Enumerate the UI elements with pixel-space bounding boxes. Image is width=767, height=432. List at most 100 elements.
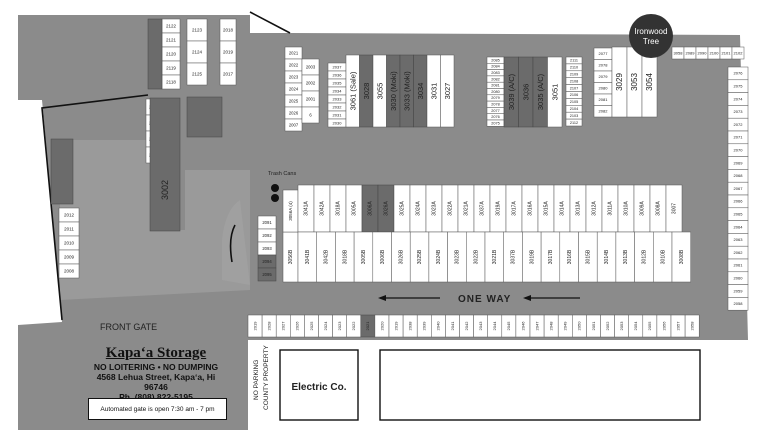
unit-label: 2070 xyxy=(734,148,744,153)
unit-label: 2028 xyxy=(266,321,271,331)
unit-label: 3013A xyxy=(576,201,582,216)
unit-label: 2035 xyxy=(333,80,343,85)
unit-2007[interactable] xyxy=(284,118,303,132)
unit-3002-label: 3002 xyxy=(160,180,170,200)
unit-label: 2050 xyxy=(577,321,582,331)
unit-2058[interactable] xyxy=(727,297,749,311)
unit-label: 3042B xyxy=(324,249,330,264)
unit-label: 2046 xyxy=(520,321,525,331)
unit-label: 2077 xyxy=(599,51,609,56)
unit-label: 3034 xyxy=(416,83,425,100)
unit-label: 3033 (Moki) xyxy=(402,71,411,111)
unit-label: 2100 xyxy=(710,50,720,55)
fence-line xyxy=(41,94,149,321)
trash-cans-label: Trash Cans xyxy=(268,171,296,177)
unit-label: 2107 xyxy=(570,86,578,90)
unit-label: 2031 xyxy=(333,112,343,117)
unit-label: 2124 xyxy=(192,50,203,55)
inner-drive xyxy=(60,140,250,300)
unit-[interactable] xyxy=(147,18,163,90)
unit-label: 3028 xyxy=(362,83,371,100)
unit-2102[interactable] xyxy=(731,46,745,60)
unit-label: 3021A xyxy=(464,201,470,216)
unit-label: 2025 xyxy=(309,321,314,331)
unit-label: 3016B xyxy=(567,249,573,264)
unit-6[interactable] xyxy=(301,106,320,124)
unit-3051[interactable] xyxy=(547,56,563,128)
unit-label: 2062 xyxy=(734,250,744,255)
unit-label: 3035 (A/C) xyxy=(536,73,545,110)
unit-label: 3026A xyxy=(384,201,390,216)
unit-label: 2068 xyxy=(734,173,744,178)
unit-label: 2069 xyxy=(734,160,744,165)
unit-label: 3041B xyxy=(305,249,311,264)
unit-label: 2079 xyxy=(599,74,609,79)
unit-label: 2053 xyxy=(619,321,624,331)
unit-label: 2065 xyxy=(734,212,744,217)
unit-label: 3014A xyxy=(560,201,566,216)
unit-label: 3006A xyxy=(368,201,374,216)
unit-label: 2121 xyxy=(166,38,177,43)
unit-3002[interactable] xyxy=(149,97,181,232)
unit-label: 2019 xyxy=(223,50,234,55)
unit-label: 2008 xyxy=(64,269,75,274)
unit-label: 2105 xyxy=(570,100,578,104)
facility-name: Kapaʻa Storage xyxy=(105,345,207,361)
unit-label: 3041A xyxy=(304,201,310,216)
unit-2112[interactable] xyxy=(565,118,583,127)
unit-2008[interactable] xyxy=(58,263,80,279)
no-parking-label: NO PARKING xyxy=(253,360,260,400)
unit-label: 2063 xyxy=(734,237,744,242)
electric-co-box xyxy=(279,349,359,421)
unit-2058[interactable] xyxy=(684,314,700,338)
unit-2017[interactable] xyxy=(219,62,237,86)
unit-label: 3005B xyxy=(361,249,367,264)
unit-label: 3009A xyxy=(640,201,646,216)
unit-label: 2084 xyxy=(491,65,499,69)
unit-2095[interactable] xyxy=(257,267,277,282)
unit-label: 3025A xyxy=(400,201,406,216)
unit-label: 2058 xyxy=(734,301,744,306)
unit-3027[interactable] xyxy=(440,54,455,128)
unit-label: 2118 xyxy=(166,80,176,85)
unit-label: 2081 xyxy=(599,97,609,102)
unit-label: 3030 (Moki) xyxy=(389,71,398,111)
unit-label: 3026B xyxy=(399,249,405,264)
parking-box xyxy=(379,349,701,421)
unit-label: 2052 xyxy=(605,321,610,331)
unit-label: 3053 xyxy=(630,73,639,91)
unit-label: 2048 xyxy=(548,321,553,331)
unit-label: 6 xyxy=(309,112,312,117)
county-property-label: COUNTY PROPERTY xyxy=(263,345,270,410)
fence-line-top xyxy=(249,11,291,34)
unit-label: 2103 xyxy=(570,114,578,118)
unit-3008b[interactable] xyxy=(671,231,691,283)
unit-label: 2077 xyxy=(491,109,499,113)
unit-label: 2026 xyxy=(289,110,299,115)
unit-label: 2038 xyxy=(407,321,412,331)
unit-label: 3024A xyxy=(416,201,422,216)
unit-label: 2123 xyxy=(192,28,203,33)
unit-label: 3011A xyxy=(608,201,614,216)
unit-label: 2120 xyxy=(166,52,177,57)
unit-label: 2037 xyxy=(333,64,343,69)
unit-label: 2095 xyxy=(262,272,272,277)
unit-label: 3024B xyxy=(436,249,442,264)
unit-label: 2021 xyxy=(289,50,299,55)
electric-co-label: Electric Co. xyxy=(291,382,346,393)
unit-label: 3055 xyxy=(375,83,384,100)
unit-label: 2027 xyxy=(281,321,286,331)
unit-label: 2045 xyxy=(506,321,511,331)
unit-2125[interactable] xyxy=(186,62,208,86)
unit-label: 2023 xyxy=(337,321,342,331)
unit-label: 2083 xyxy=(491,71,499,75)
unit-label: 3010B xyxy=(660,249,666,264)
unit-label: 2060 xyxy=(734,276,744,281)
unit-label: 2058 xyxy=(689,321,694,331)
tree-label-1: Ironwood xyxy=(635,27,668,36)
unit-label: 2043 xyxy=(478,321,483,331)
unit-label: 2076 xyxy=(734,71,744,76)
unit-label: 3023B xyxy=(455,249,461,264)
unit-label: 2106 xyxy=(570,93,578,97)
unit-label: 3010A xyxy=(624,201,630,216)
